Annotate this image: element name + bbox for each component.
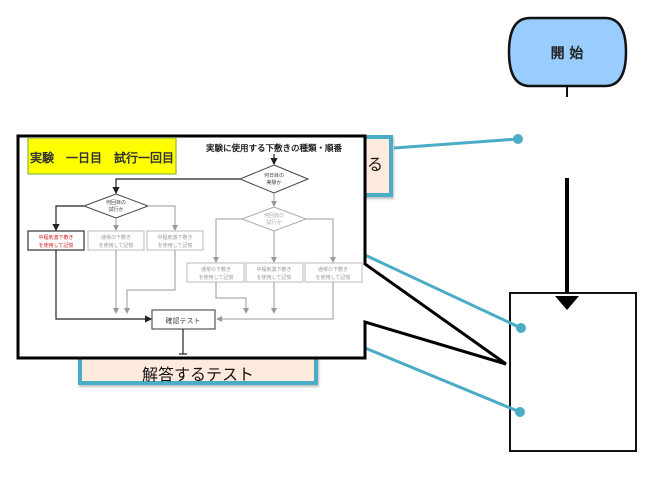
process-box-right-1: 通常の下敷き を使用して記憶 xyxy=(186,262,245,283)
flow-line xyxy=(216,282,334,322)
process-box-left-2: 通常の下敷き を使用して記憶 xyxy=(87,230,145,251)
process-box-right-2: 中程刺激下敷き を使用して記憶 xyxy=(245,262,304,283)
flow-line xyxy=(112,178,240,195)
confirm-test-box: 確認テスト xyxy=(151,309,216,330)
flow-line xyxy=(52,205,84,232)
confirm-test-label: 確認テスト xyxy=(166,316,201,325)
title-badge-text: 実験 一日目 試行一回目 xyxy=(30,150,174,165)
title-badge xyxy=(27,138,177,175)
connector-lower xyxy=(364,346,525,417)
process-box-left-3: 中程刺激下敷き を使用して記憶 xyxy=(146,230,204,251)
callout-shape xyxy=(16,134,507,366)
box-text-line2: を使用して記憶 xyxy=(39,242,74,249)
flow-line xyxy=(306,218,336,263)
process-box[interactable] xyxy=(509,292,637,452)
connector-upper xyxy=(393,134,523,150)
box-text-line2: を使用して記憶 xyxy=(199,274,234,281)
decision-day xyxy=(238,164,310,194)
flow-line xyxy=(55,250,153,323)
upper-step-label: る xyxy=(366,155,383,174)
box-text-line2: を使用して記憶 xyxy=(316,274,351,281)
box-text-line1: 通常の下敷き xyxy=(318,266,348,273)
decision-trial-right-line1: 何回目の xyxy=(264,212,284,219)
down-arrow-head-overlay-icon xyxy=(555,296,579,310)
start-node-shape xyxy=(507,16,628,88)
decision-day-line2: 実験か xyxy=(266,179,281,186)
flow-line xyxy=(213,218,242,263)
box-text-line2: を使用して記憶 xyxy=(158,242,193,249)
box-text-line1: 通常の下敷き xyxy=(101,234,131,241)
process-box-left-1: 中程刺激下敷き を使用して記憶 xyxy=(27,230,85,251)
box-text-line2: を使用して記憶 xyxy=(99,242,134,249)
decision-trial-left xyxy=(82,193,150,219)
start-node[interactable]: 開 始 xyxy=(507,16,628,88)
flow-line xyxy=(148,205,178,231)
box-text-line1: 中程刺激下敷き xyxy=(38,234,73,241)
decision-trial-left-line2: 試行か xyxy=(108,206,123,213)
process-box-right-3: 通常の下敷き を使用して記憶 xyxy=(304,262,363,283)
decision-trial-left-line1: 何回目の xyxy=(106,199,126,206)
flow-line xyxy=(215,282,249,314)
decision-trial-right xyxy=(240,206,308,232)
start-node-label: 開 始 xyxy=(551,45,584,62)
flowchart-subtitle: 実験に使用する下敷きの種類・順番 xyxy=(206,143,343,154)
box-text-line1: 中程刺激下敷き xyxy=(256,266,291,273)
answer-test-label: 解答するテスト xyxy=(141,365,254,384)
box-text-line2: を使用して記憶 xyxy=(257,274,292,281)
flow-line xyxy=(124,250,176,314)
connector-middle xyxy=(364,253,526,333)
box-text-line1: 中程刺激下敷き xyxy=(157,234,192,241)
decision-trial-right-line2: 試行か xyxy=(266,219,281,226)
embedded-flowchart: 実験 一日目 試行一回目 実験に使用する下敷きの種類・順番 何日目の 実験か 何… xyxy=(27,138,363,355)
box-text-line1: 通常の下敷き xyxy=(201,266,231,273)
decision-day-line1: 何日目の xyxy=(264,172,284,179)
